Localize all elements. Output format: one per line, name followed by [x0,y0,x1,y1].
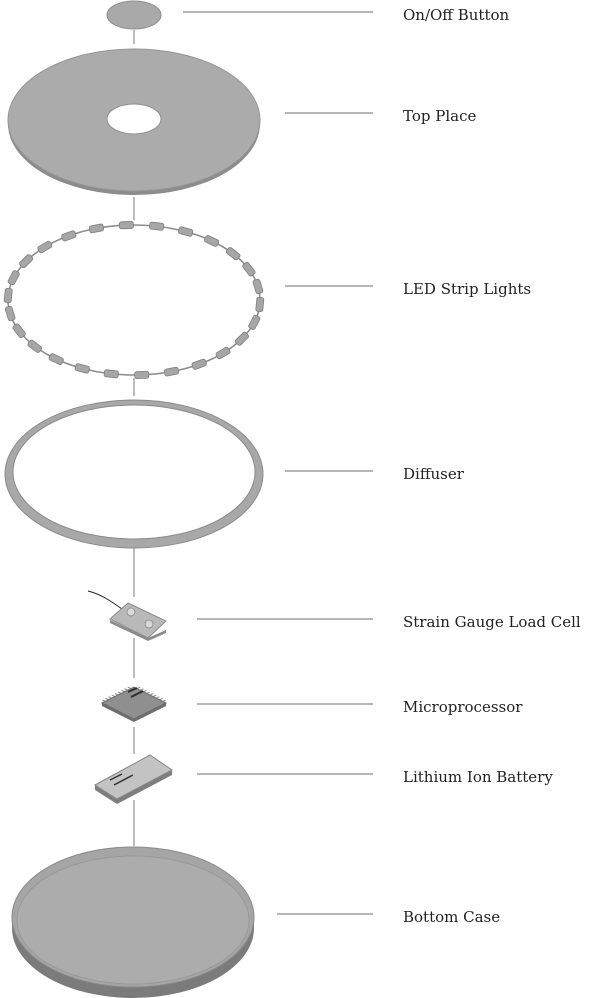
leader-lines [183,11,373,915]
label-on-off-button: On/Off Button [403,6,510,24]
led-chip [204,235,220,247]
bottom-case-inner [16,855,250,985]
led-chip [7,270,20,286]
led-chip [103,369,119,379]
led-chips [3,221,265,380]
diffuser-part [4,399,264,549]
button-disc-icon [106,0,162,30]
microprocessor-part [100,686,168,722]
led-chip [191,358,207,370]
label-lithium-ion-battery: Lithium Ion Battery [403,768,553,786]
led-chip [12,323,26,339]
led-chip [252,278,264,295]
part-labels: On/Off Button Top Place LED Strip Lights… [403,6,581,926]
led-chip [163,366,180,377]
bottom-case-part [11,846,255,998]
top-plate-hole [106,103,162,135]
load-cell-wire [87,590,127,613]
label-led-strip-lights: LED Strip Lights [403,280,531,298]
chip-icon [100,686,168,720]
led-chip [74,363,90,374]
led-chip [61,230,77,242]
led-chip [134,370,150,380]
label-microprocessor: Microprocessor [403,698,523,716]
label-top-place: Top Place [403,107,476,125]
label-bottom-case: Bottom Case [403,908,500,926]
led-chip [242,261,256,277]
led-chip [37,240,53,254]
led-chip [225,247,241,261]
load-cell-icon [109,602,167,639]
led-chip [255,296,265,312]
led-chip [118,221,134,230]
led-chip [4,305,16,322]
label-diffuser: Diffuser [403,465,465,483]
led-chip [27,339,43,353]
battery-icon [94,754,173,800]
battery-part [94,754,173,804]
led-chip [178,226,194,237]
led-chip [19,254,34,269]
led-chip [248,314,261,330]
led-chip [234,331,249,346]
led-chip [215,346,231,360]
led-ring-part [3,221,265,380]
diffuser-ring-icon [12,404,256,540]
load-cell-part [87,590,167,641]
top-plate-part [7,48,261,195]
led-chip [149,221,165,231]
label-strain-gauge-load-cell: Strain Gauge Load Cell [403,613,581,631]
led-chip [88,223,105,234]
led-chip [48,353,64,365]
led-chip [3,287,13,303]
on-off-button-part [106,0,162,30]
